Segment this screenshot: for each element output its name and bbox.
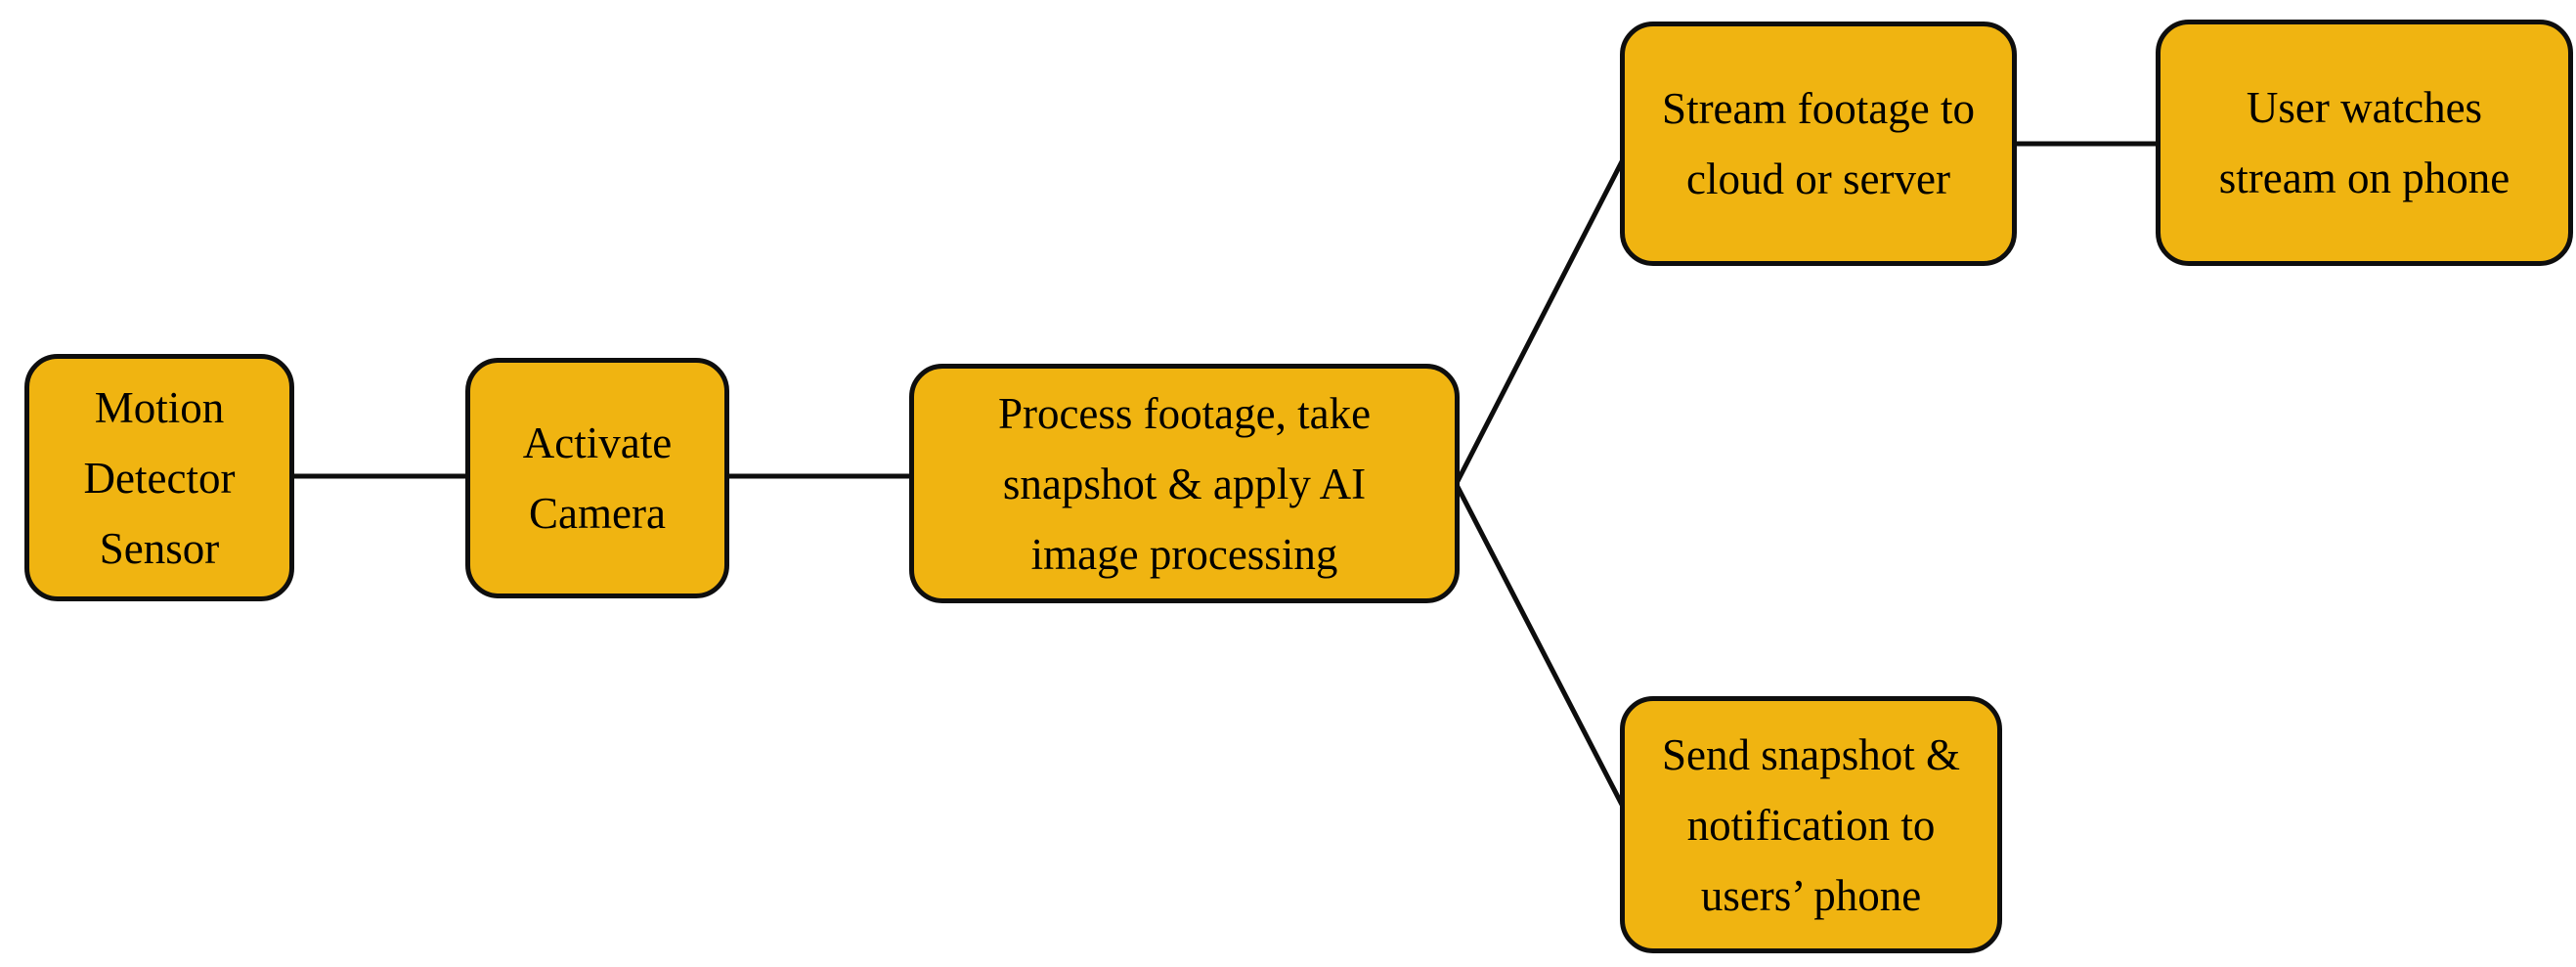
node-label: Motion Detector Sensor: [83, 382, 236, 573]
node-label: User watches stream on phone: [2218, 83, 2511, 202]
node-label: Stream footage to cloud or server: [1662, 84, 1975, 203]
node-label: Send snapshot & notification to users’ p…: [1661, 729, 1960, 920]
node-motion-detector-sensor: Motion Detector Sensor: [24, 354, 294, 601]
node-process-footage: Process footage, take snapshot & apply A…: [909, 364, 1460, 603]
node-stream-footage: Stream footage to cloud or server: [1620, 22, 2017, 266]
connector-process-to-snapshot: [1453, 480, 1637, 832]
node-activate-camera: Activate Camera: [465, 358, 729, 598]
node-send-snapshot: Send snapshot & notification to users’ p…: [1620, 696, 2002, 953]
connector-process-to-stream: [1453, 134, 1637, 488]
node-label: Process footage, take snapshot & apply A…: [997, 388, 1372, 579]
node-user-watches-stream: User watches stream on phone: [2156, 20, 2573, 266]
node-label: Activate Camera: [522, 418, 673, 538]
